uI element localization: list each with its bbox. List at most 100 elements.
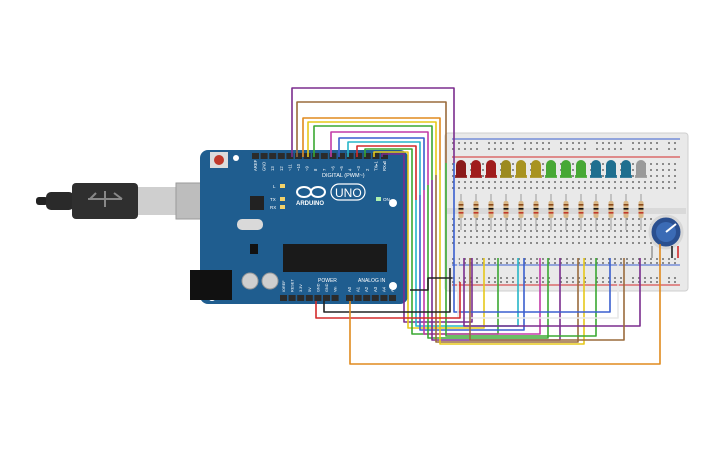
breadboard-hole[interactable] (476, 218, 478, 220)
breadboard-hole[interactable] (602, 277, 604, 279)
breadboard-hole[interactable] (620, 148, 622, 150)
breadboard-hole[interactable] (554, 187, 556, 189)
breadboard-hole[interactable] (458, 230, 460, 232)
breadboard-hole[interactable] (608, 281, 610, 283)
breadboard-hole[interactable] (494, 262, 496, 264)
breadboard-hole[interactable] (584, 236, 586, 238)
breadboard-hole[interactable] (542, 148, 544, 150)
breadboard-hole[interactable] (656, 262, 658, 264)
breadboard-hole[interactable] (452, 230, 454, 232)
breadboard-hole[interactable] (590, 163, 592, 165)
breadboard-hole[interactable] (602, 281, 604, 283)
breadboard-hole[interactable] (584, 258, 586, 260)
breadboard-hole[interactable] (506, 242, 508, 244)
breadboard-hole[interactable] (476, 277, 478, 279)
resistor[interactable] (578, 194, 584, 230)
breadboard-hole[interactable] (530, 142, 532, 144)
breadboard-hole[interactable] (452, 148, 454, 150)
breadboard-hole[interactable] (596, 262, 598, 264)
wire[interactable] (457, 258, 619, 319)
breadboard-hole[interactable] (530, 258, 532, 260)
breadboard-hole[interactable] (548, 181, 550, 183)
breadboard-hole[interactable] (548, 258, 550, 260)
breadboard-hole[interactable] (638, 224, 640, 226)
power-analog-header[interactable] (280, 295, 396, 301)
breadboard-hole[interactable] (482, 169, 484, 171)
breadboard-hole[interactable] (500, 224, 502, 226)
breadboard-hole[interactable] (530, 218, 532, 220)
breadboard-hole[interactable] (470, 181, 472, 183)
breadboard-hole[interactable] (554, 242, 556, 244)
breadboard-hole[interactable] (668, 258, 670, 260)
breadboard-hole[interactable] (572, 258, 574, 260)
breadboard-hole[interactable] (506, 281, 508, 283)
breadboard-hole[interactable] (500, 258, 502, 260)
breadboard-hole[interactable] (470, 230, 472, 232)
breadboard-hole[interactable] (584, 224, 586, 226)
breadboard-hole[interactable] (518, 262, 520, 264)
breadboard-hole[interactable] (590, 181, 592, 183)
breadboard-hole[interactable] (464, 236, 466, 238)
breadboard-hole[interactable] (524, 230, 526, 232)
breadboard-hole[interactable] (530, 181, 532, 183)
resistor[interactable] (458, 194, 464, 230)
breadboard-hole[interactable] (518, 224, 520, 226)
breadboard-hole[interactable] (668, 187, 670, 189)
breadboard-hole[interactable] (650, 169, 652, 171)
breadboard-hole[interactable] (542, 169, 544, 171)
breadboard-hole[interactable] (566, 224, 568, 226)
breadboard-hole[interactable] (530, 262, 532, 264)
breadboard-hole[interactable] (602, 242, 604, 244)
breadboard-hole[interactable] (650, 262, 652, 264)
breadboard-hole[interactable] (542, 236, 544, 238)
breadboard-hole[interactable] (494, 236, 496, 238)
breadboard-hole[interactable] (548, 148, 550, 150)
breadboard-hole[interactable] (542, 163, 544, 165)
breadboard-hole[interactable] (500, 236, 502, 238)
breadboard-hole[interactable] (512, 281, 514, 283)
breadboard-hole[interactable] (548, 224, 550, 226)
breadboard-hole[interactable] (476, 187, 478, 189)
breadboard-hole[interactable] (656, 169, 658, 171)
breadboard-hole[interactable] (596, 187, 598, 189)
breadboard-hole[interactable] (608, 142, 610, 144)
breadboard-hole[interactable] (656, 148, 658, 150)
wire[interactable] (403, 215, 473, 323)
breadboard-hole[interactable] (548, 242, 550, 244)
breadboard-hole[interactable] (608, 181, 610, 183)
breadboard-hole[interactable] (560, 258, 562, 260)
breadboard-hole[interactable] (572, 224, 574, 226)
breadboard-hole[interactable] (512, 224, 514, 226)
breadboard-hole[interactable] (494, 148, 496, 150)
power-pin[interactable] (323, 295, 330, 301)
breadboard-hole[interactable] (632, 181, 634, 183)
wire[interactable] (423, 190, 541, 335)
breadboard-hole[interactable] (470, 224, 472, 226)
breadboard-hole[interactable] (512, 230, 514, 232)
breadboard-hole[interactable] (566, 242, 568, 244)
breadboard-hole[interactable] (590, 218, 592, 220)
breadboard-hole[interactable] (560, 181, 562, 183)
breadboard-hole[interactable] (458, 258, 460, 260)
breadboard-hole[interactable] (632, 281, 634, 283)
breadboard-hole[interactable] (554, 224, 556, 226)
breadboard-hole[interactable] (470, 236, 472, 238)
breadboard-hole[interactable] (644, 218, 646, 220)
breadboard-hole[interactable] (458, 242, 460, 244)
breadboard-hole[interactable] (632, 187, 634, 189)
resistor[interactable] (638, 194, 644, 230)
breadboard-hole[interactable] (584, 218, 586, 220)
breadboard-hole[interactable] (578, 236, 580, 238)
breadboard-hole[interactable] (632, 230, 634, 232)
breadboard-hole[interactable] (614, 242, 616, 244)
breadboard-hole[interactable] (638, 218, 640, 220)
breadboard-hole[interactable] (638, 242, 640, 244)
breadboard-hole[interactable] (626, 236, 628, 238)
breadboard-hole[interactable] (536, 218, 538, 220)
breadboard-hole[interactable] (668, 148, 670, 150)
breadboard-hole[interactable] (590, 242, 592, 244)
breadboard-hole[interactable] (620, 258, 622, 260)
breadboard-hole[interactable] (494, 187, 496, 189)
breadboard-hole[interactable] (476, 230, 478, 232)
breadboard-hole[interactable] (512, 175, 514, 177)
